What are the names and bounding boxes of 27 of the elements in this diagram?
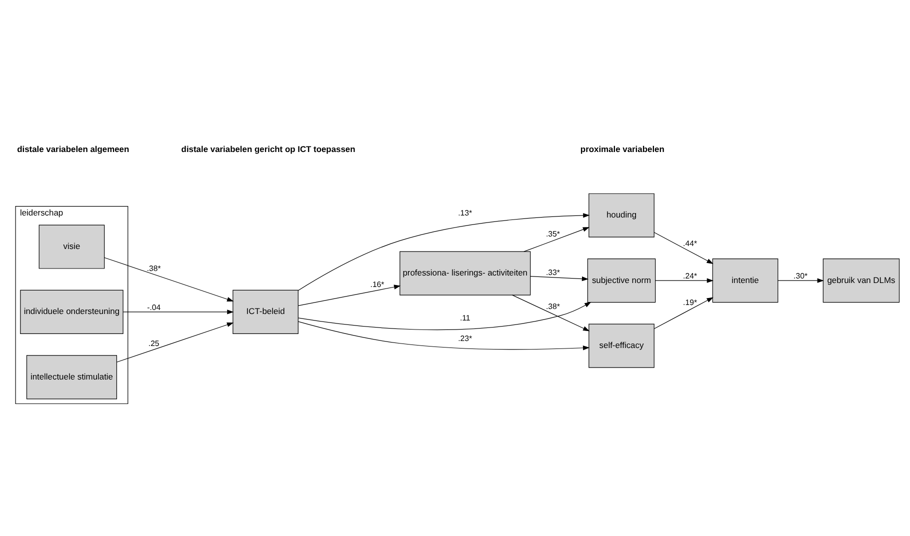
- label: proximale variabelen: [580, 143, 664, 154]
- node-box: intellectuele stimulatie: [26, 354, 118, 399]
- arrow: [298, 320, 590, 350]
- arrow: [298, 284, 401, 306]
- node-box: intentie: [712, 258, 778, 302]
- arrow: [122, 309, 234, 314]
- arrow: [104, 256, 234, 301]
- arrow: [655, 278, 714, 282]
- label: distale variabelen algemeen: [17, 143, 130, 154]
- node-box: visie: [38, 224, 105, 268]
- node-box: gebruik van DLMs: [822, 258, 900, 302]
- arrow: [654, 232, 714, 264]
- label: distale variabelen gericht op ICT toepassen: [181, 143, 356, 154]
- node-box: individuele ondersteuning: [20, 289, 124, 334]
- node-box: houding: [588, 192, 654, 237]
- arrow: [116, 322, 234, 362]
- arrow: [778, 278, 824, 282]
- arrow: [530, 276, 589, 281]
- arrow: [298, 212, 590, 290]
- node-box: ICT-beleid: [232, 289, 298, 334]
- arrow: [654, 296, 714, 329]
- arrow: [512, 294, 590, 331]
- arrow: [298, 301, 592, 330]
- node-box: professiona- liserings- activiteiten: [400, 250, 531, 295]
- arrow: [524, 226, 590, 252]
- node-box: self-efficacy: [588, 323, 654, 368]
- node-box: subjective norm: [587, 258, 656, 302]
